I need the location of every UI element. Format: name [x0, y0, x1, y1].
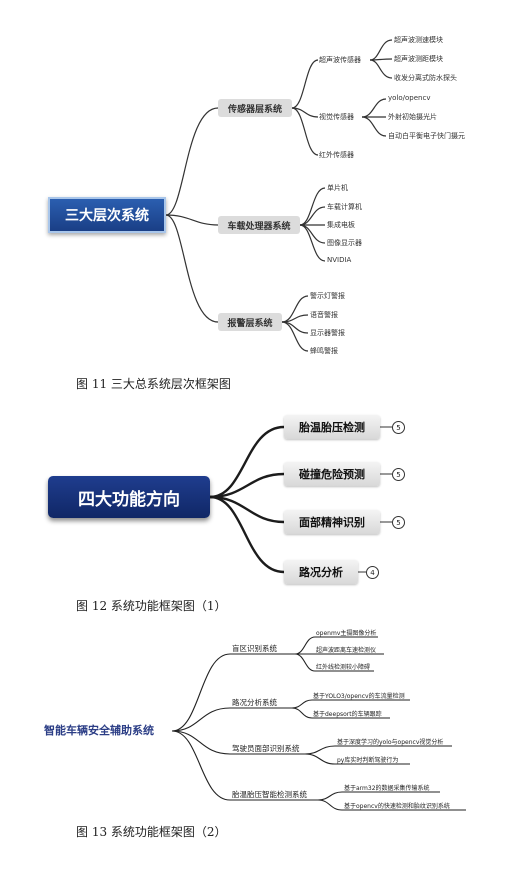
- figure-caption-12: 图 12 系统功能框架图（1）: [76, 599, 227, 613]
- branch-sensor-layer: 传感器层系统: [218, 99, 292, 117]
- leaf-openmv-analysis: openmv主摄图像分析: [316, 630, 377, 637]
- function-road-analysis: 路况分析: [284, 560, 358, 584]
- count-badge: 5: [392, 516, 405, 529]
- leaf-arm32-data: 基于arm32的数据采集传输系统: [344, 785, 430, 792]
- leaf-voice-alarm: 语音警报: [310, 311, 338, 319]
- leaf-display-alarm: 显示器警报: [310, 329, 345, 337]
- function-face-recognition: 面部精神识别: [284, 510, 380, 534]
- system-road-analysis: 路况分析系统: [232, 698, 277, 707]
- leaf-waterproof-probe: 收发分离式防水探头: [394, 74, 457, 82]
- leaf-opencv-tread: 基于opencv的快速检测和胎纹识别系统: [344, 803, 450, 810]
- leaf-nvidia: NVIDIA: [327, 256, 352, 264]
- leaf-yolo-opencv: yolo/opencv: [388, 94, 431, 102]
- leaf-vehicle-computer: 车载计算机: [327, 203, 362, 211]
- leaf-ultrasonic-detector: 超声波距离车速检测仪: [316, 647, 377, 654]
- diagram1-root: 三大层次系统: [48, 197, 166, 233]
- figure-caption-13: 图 13 系统功能框架图（2）: [76, 825, 227, 839]
- leaf-ultrasonic-speed: 超声波测速模块: [394, 36, 443, 44]
- leaf-yolo-traffic: 基于YOLO3/opencv的车流量检测: [313, 693, 405, 700]
- leaf-py-behavior: py库实时判断驾驶行为: [337, 757, 399, 764]
- leaf-deepsort-tracking: 基于deepsort的车辆跟踪: [313, 711, 382, 718]
- system-blind-spot: 盲区识别系统: [232, 644, 277, 653]
- node-ultrasonic-sensor: 超声波传感器: [319, 56, 361, 64]
- diagram2-root: 四大功能方向: [48, 476, 210, 518]
- leaf-warning-light: 警示灯警报: [310, 292, 345, 300]
- count-badge: 4: [366, 566, 379, 579]
- node-infrared-sensor: 红外传感器: [319, 151, 354, 159]
- leaf-infrared-obstacle: 红外线检测较小障碍: [316, 664, 371, 671]
- leaf-mcu: 单片机: [327, 184, 348, 192]
- system-tire-monitoring: 胎温胎压智能检测系统: [232, 790, 307, 799]
- branch-alarm-layer: 报警层系统: [218, 313, 282, 331]
- leaf-deep-learning-vision: 基于深度学习的yolo与opencv视觉分析: [337, 739, 444, 746]
- leaf-auto-white-balance: 自动白平衡电子快门摄元: [388, 132, 465, 140]
- system-driver-face: 驾驶员面部识别系统: [232, 744, 300, 753]
- leaf-ultrasonic-range: 超声波测距模块: [394, 55, 443, 63]
- leaf-buzzer-alarm: 蜂鸣警报: [310, 347, 338, 355]
- leaf-integrated-board: 集成电板: [327, 221, 355, 229]
- count-badge: 5: [392, 421, 405, 434]
- count-badge: 5: [392, 468, 405, 481]
- diagram3-root: 智能车辆安全辅助系统: [44, 724, 154, 737]
- function-tire-monitoring: 胎温胎压检测: [284, 415, 380, 439]
- function-collision-prediction: 碰撞危险预测: [284, 462, 380, 486]
- branch-processor: 车载处理器系统: [218, 216, 300, 234]
- node-visual-sensor: 视觉传感器: [319, 113, 354, 121]
- leaf-image-display: 图像显示器: [327, 239, 362, 247]
- figure-caption-11: 图 11 三大总系统层次框架图: [76, 377, 231, 391]
- leaf-optical-filter: 外射初始摄光片: [388, 113, 437, 121]
